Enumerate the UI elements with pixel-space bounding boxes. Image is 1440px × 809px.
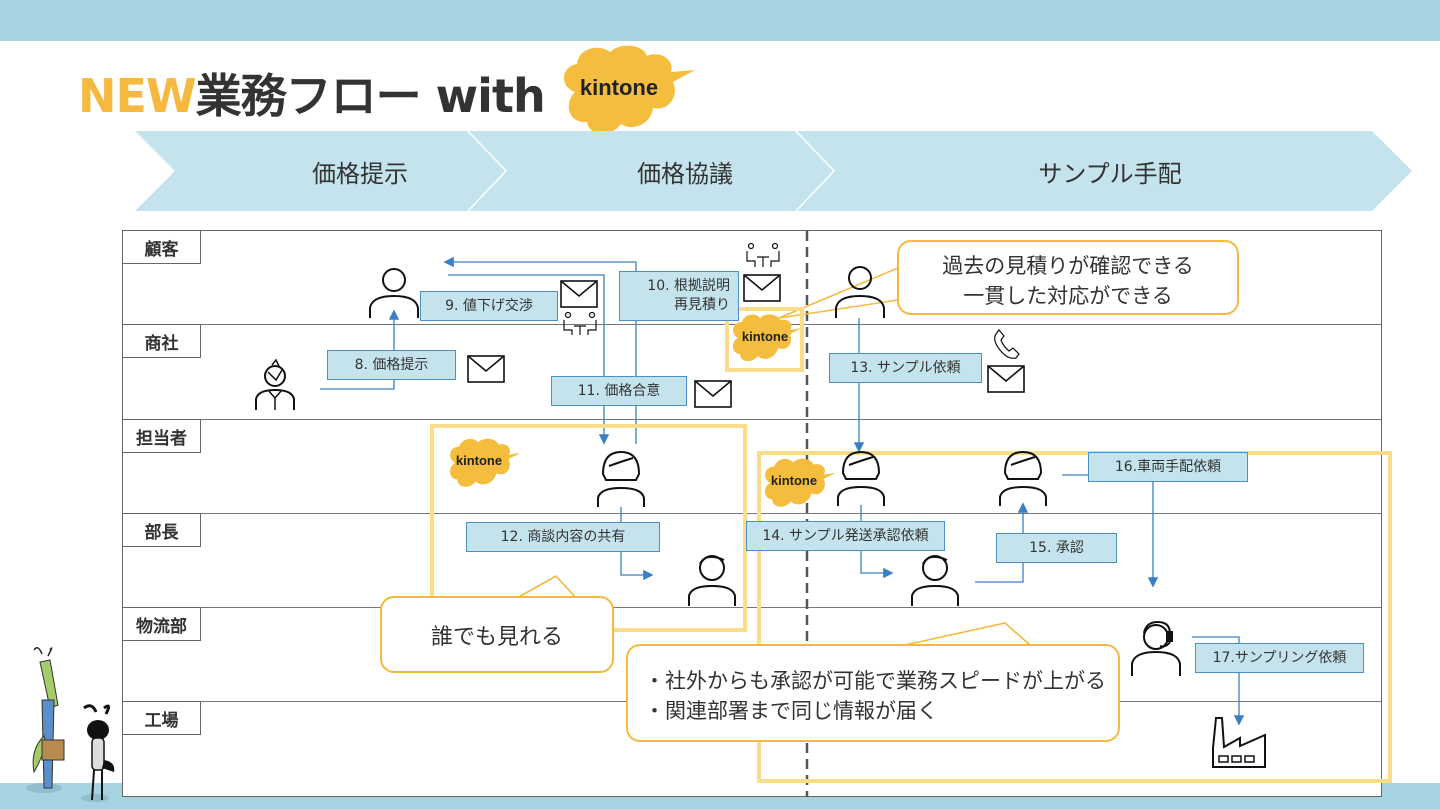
lane-label-logistics: 物流部 [123, 607, 201, 641]
callout-visible-to-all: 誰でも見れる [380, 596, 614, 673]
cloud-icon [764, 458, 837, 507]
title-main: 業務フロー with [195, 69, 546, 123]
phase-label-3: サンプル手配 [1038, 160, 1182, 188]
kintone-highlight-frame [725, 307, 804, 372]
kintone-logo-text: kintone [579, 75, 659, 100]
title-prefix: NEW [78, 69, 197, 123]
cloud-icon [732, 314, 802, 362]
kintone-badge-text: kintone [770, 473, 818, 488]
phase-chevron-2 [468, 131, 834, 211]
insect-mascots-illustration [26, 647, 115, 802]
lane-divider [123, 419, 1381, 420]
phase-chevron-1 [135, 131, 506, 211]
lane-label-trading-company: 商社 [123, 324, 201, 358]
kintone-logo: kintone [555, 42, 700, 142]
step-12: 12. 商談内容の共有 [466, 522, 660, 552]
step-10-line1: 10. 根拠説明 [647, 278, 730, 295]
callout-past-estimates: 過去の見積りが確認できる 一貫した対応ができる [897, 240, 1239, 315]
kintone-badge-1: kintone [730, 312, 802, 364]
phase-chevrons [135, 130, 1412, 212]
phase-label-1: 価格提示 [312, 160, 408, 188]
kintone-badge-3: kintone [762, 456, 837, 510]
callout-visible-to-all-text: 誰でも見れる [430, 624, 563, 650]
cloud-icon [563, 45, 695, 134]
kintone-badge-text: kintone [455, 453, 503, 468]
step-10-line2: 再見積り [674, 297, 730, 313]
lane-label-staff: 担当者 [123, 419, 201, 453]
callout-benefits: ・社外からも承認が可能で業務スピードが上がる ・関連部署まで同じ情報が届く [626, 644, 1120, 742]
callout-past-estimates-line1: 過去の見積りが確認できる [942, 254, 1194, 278]
step-16: 16.車両手配依頼 [1088, 452, 1248, 482]
lane-divider [123, 607, 1381, 608]
lane-divider [123, 513, 1381, 514]
kintone-share-frame-right [757, 451, 1392, 783]
phase-chevron-3 [796, 131, 1412, 211]
lane-label-customer: 顧客 [123, 230, 201, 264]
top-band [0, 0, 1440, 41]
step-11: 11. 価格合意 [551, 376, 687, 406]
phase-label-2: 価格協議 [637, 160, 733, 188]
step-17: 17.サンプリング依頼 [1195, 643, 1364, 673]
step-14: 14. サンプル発送承認依頼 [746, 521, 945, 551]
step-10: 10. 根拠説明 再見積り [619, 271, 739, 321]
lane-label-manager: 部長 [123, 513, 201, 547]
kintone-badge-2: kintone [447, 436, 522, 490]
step-8: 8. 価格提示 [327, 350, 456, 380]
cloud-icon [449, 438, 522, 487]
page-title: NEW業務フロー with [78, 60, 546, 126]
callout-benefits-line1: ・社外からも承認が可能で業務スピードが上がる [644, 669, 1106, 693]
lane-label-factory: 工場 [123, 701, 201, 735]
callout-past-estimates-line2: 一貫した対応ができる [963, 284, 1173, 308]
step-15: 15. 承認 [996, 533, 1117, 563]
callout-benefits-line2: ・関連部署まで同じ情報が届く [644, 699, 938, 723]
kintone-badge-text: kintone [741, 329, 789, 344]
step-9: 9. 値下げ交渉 [420, 291, 558, 321]
step-13: 13. サンプル依頼 [829, 353, 982, 383]
